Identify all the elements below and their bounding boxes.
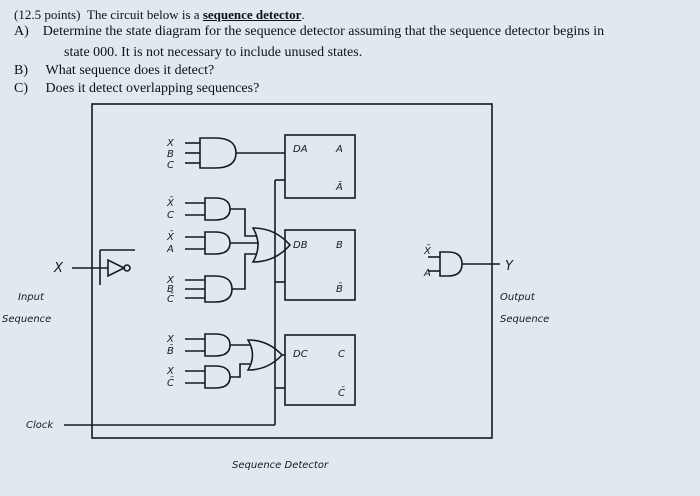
ff-c-q-label: C [338,349,345,360]
part-c-text: Does it detect overlapping sequences? [45,81,260,96]
and-gate-6 [204,365,231,389]
g6-x-label: X [166,366,175,377]
part-a-text-2: state 000. It is not necessary to includ… [64,45,363,60]
points-label: (12.5 points) [14,7,81,22]
ff-a-q-label: A [335,144,343,155]
part-c-label: C) [14,81,28,96]
output-sequence-label-2: Sequence [500,314,549,325]
g4-x-label: X [166,275,175,286]
and-gate-2 [204,197,231,221]
ff-a-d-label: DA [293,144,308,155]
input-sequence-label-1: Input [18,292,45,303]
g4-b-label: B [167,284,174,295]
g4-c-label: C̄ [167,292,174,305]
g5-x-label: X [166,334,175,345]
and-gate-3 [204,231,231,255]
part-b-text: What sequence does it detect? [45,63,215,78]
output-sequence-label-1: Output [500,292,536,303]
part-a-label: A) [14,24,29,39]
and-gate-4 [204,275,233,303]
output-in1-label: X̄ [423,244,432,257]
clock-label: Clock [26,420,54,431]
g2-xbar-label: X̄ [166,196,175,209]
input-buffer [107,258,126,278]
flip-flop-a [284,134,356,199]
g2-c-label: C [167,210,174,221]
input-x-label: X [53,261,64,276]
g1-b-label: B [167,149,174,160]
output-y-label: Y [505,259,514,274]
and-gate-5 [204,333,231,357]
sequence-detector-term: sequence detector [202,7,302,22]
ff-c-d-label: DC [293,349,308,360]
or-gate-db [251,227,292,263]
intro-text: The circuit below is a [86,7,200,22]
g3-a-label: A [166,244,174,255]
input-sequence-label-2: Sequence [2,314,51,325]
and-gate-1 [199,137,237,169]
g5-b-label: B̄ [167,344,174,357]
ff-a-qbar-label: Ā [335,180,343,193]
ff-b-q-label: B [336,240,343,251]
output-gate [439,251,463,277]
ff-c-qbar-label: C̄ [338,386,345,399]
part-a-text-1: Determine the state diagram for the sequ… [42,24,605,39]
or-gate-dc [246,339,284,371]
sequence-detector-box [91,103,493,439]
ff-b-d-label: DB [293,240,308,251]
part-b-label: B) [14,63,28,78]
g6-c-label: C̄ [167,376,174,389]
g1-c-label: C [167,160,174,171]
flip-flop-b [284,229,356,301]
sequence-detector-caption: Sequence Detector [232,460,329,471]
g3-xbar-label: X̄ [166,230,175,243]
output-in2-label: A [423,268,431,279]
g1-x-label: X [166,138,175,149]
flip-flop-c [284,334,356,406]
ff-b-qbar-label: B̄ [336,282,343,295]
